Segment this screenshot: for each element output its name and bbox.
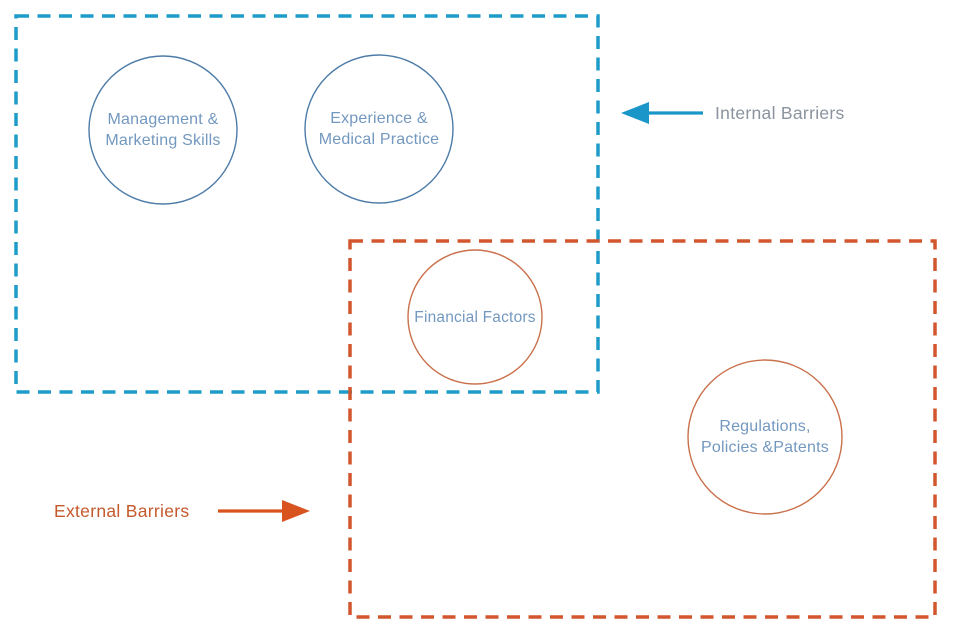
financial-factors-circle (407, 249, 543, 385)
experience-medical-circle (304, 54, 454, 204)
management-marketing-label: Management & Marketing Skills (105, 111, 221, 149)
experience-medical-label: Experience & Medical Practice (318, 110, 440, 148)
regulations-policies-label: Regulations, Policies &Patents (701, 418, 829, 456)
internal-barriers-label: Internal Barriers (715, 102, 845, 123)
external-barriers-boundary (348, 239, 937, 619)
financial-factors-label: Financial Factors (414, 308, 536, 326)
regulations-policies-circle (687, 359, 843, 515)
management-marketing-circle (88, 55, 238, 205)
internal-arrow-head-icon (621, 102, 649, 124)
external-arrow-head-icon (282, 500, 310, 522)
external-barriers-label: External Barriers (54, 500, 190, 521)
internal-barriers-boundary (14, 14, 600, 394)
